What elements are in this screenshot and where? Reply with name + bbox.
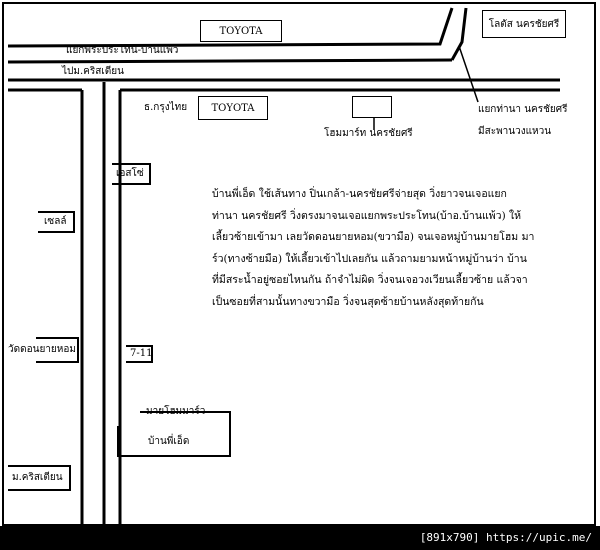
toyota-top-label: TOYOTA — [219, 25, 263, 37]
homemart-bracket — [117, 411, 231, 457]
krungthai-bank-label: ธ.กรุงไทย — [144, 102, 188, 113]
toyota-mid-box: TOYOTA — [198, 96, 268, 120]
homemart-label: โฮมมาร์ท นครชัยศรี — [324, 128, 413, 139]
directions-line: ร์ว(ทางซ้ายมือ) ให้เลี้ยวเข้าไปเลยกัน แล… — [212, 252, 527, 265]
seven-bracket — [126, 345, 153, 363]
junction-prapathon-label: แยกพระประโทน-บ้านแพ้ว — [66, 45, 179, 56]
esso-bracket — [112, 163, 151, 185]
lotus-label: โลตัส นครชัยศรี — [488, 18, 560, 30]
directions-text: บ้านพี่เอ็ด ใช้เส้นทาง ปิ่นเกล้า-นครชัยศ… — [212, 184, 542, 313]
upper-road-bottom-edge — [7, 58, 453, 64]
school-right-label: เซลล์ — [44, 216, 67, 227]
seven-eleven-label: 7-11 — [130, 348, 153, 359]
lotus-box: โลตัส นครชัยศรี — [482, 10, 566, 38]
to-christian-school-label: ไปม.คริสเตียน — [62, 66, 124, 77]
directions-line: เลี้ยวซ้ายเข้ามา เลยวัดดอนยายหอม(ขวามือ)… — [212, 231, 535, 243]
map-frame — [2, 2, 596, 526]
directions-line: บ้านพี่เอ็ด ใช้เส้นทาง ปิ่นเกล้า-นครชัยศ… — [212, 188, 507, 200]
school-right-bracket — [38, 211, 75, 233]
junction-leader — [458, 45, 479, 103]
toyota-top-box: TOYOTA — [200, 20, 282, 42]
temple-label: วัดดอนยายหอม — [8, 344, 76, 355]
esso-label: เอสโซ่ — [116, 168, 144, 179]
toyota-mid-label: TOYOTA — [211, 102, 255, 114]
directions-line: ท่านา นครชัยศรี วิ่งตรงมาจนเจอแยกพระประโ… — [212, 209, 522, 222]
homemart-sign-label: มายโฮมมาร์ว — [146, 406, 206, 417]
christian-school-label: ม.คริสเตียน — [12, 472, 63, 483]
footer-bar: [891x790] https://upic.me/ — [0, 526, 600, 550]
christian-bracket — [8, 465, 71, 491]
overpass-note-label: มีสะพานวงแหวน — [478, 126, 552, 137]
upper-road-top-edge — [7, 7, 454, 48]
temple-bracket — [36, 337, 79, 363]
homemart-icon — [352, 96, 392, 118]
directions-line: เป็นซอยที่สามนั้นทางขวามือ วิ่งจนสุดซ้าย… — [212, 295, 484, 308]
junction-thanakhon-label: แยกท่านา นครชัยศรี — [478, 104, 568, 115]
upper-road-right-edge — [450, 7, 468, 61]
directions-line: ที่มีสระน้ำอยู่ซอยไหนกัน ถ้าจำไม่ผิด วิ่… — [212, 274, 528, 286]
house-label: บ้านพี่เอ็ด — [148, 436, 190, 447]
footer-text: [891x790] https://upic.me/ — [419, 531, 592, 544]
